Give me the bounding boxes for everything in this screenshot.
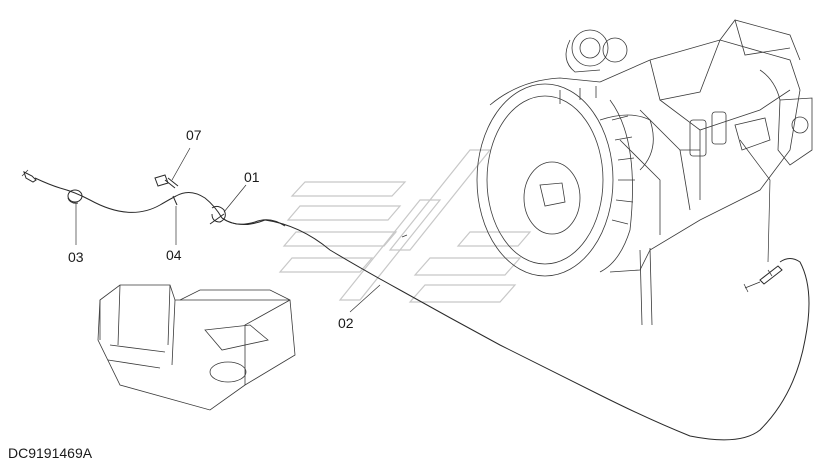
leader-engine (739, 139, 771, 263)
clamp-03-ring (67, 189, 83, 203)
leader-01 (223, 184, 247, 213)
label-part-02: 02 (338, 315, 354, 331)
harness-return (221, 217, 286, 227)
leader-02 (349, 284, 381, 313)
harness-03-to-04 (34, 177, 223, 219)
leader-07 (171, 147, 191, 181)
label-part-04: 04 (166, 247, 182, 263)
leader-lines (75, 139, 771, 313)
clip-04-icon (172, 195, 178, 206)
label-part-03: 03 (68, 249, 84, 265)
diagram-code: DC9191469A (8, 445, 93, 461)
connector-end-left (23, 171, 37, 183)
bolt-07-icon (154, 174, 179, 189)
label-part-07: 07 (186, 127, 202, 143)
connector-end-right (743, 265, 783, 293)
wire-harness (21, 169, 810, 441)
harness-main-02 (221, 217, 810, 441)
excavator-locator-drawing (97, 284, 296, 411)
label-part-01: 01 (244, 169, 260, 185)
clamp-01-icon (209, 205, 226, 225)
engine-assembly-drawing (476, 19, 813, 326)
watermark-logo (278, 149, 532, 303)
